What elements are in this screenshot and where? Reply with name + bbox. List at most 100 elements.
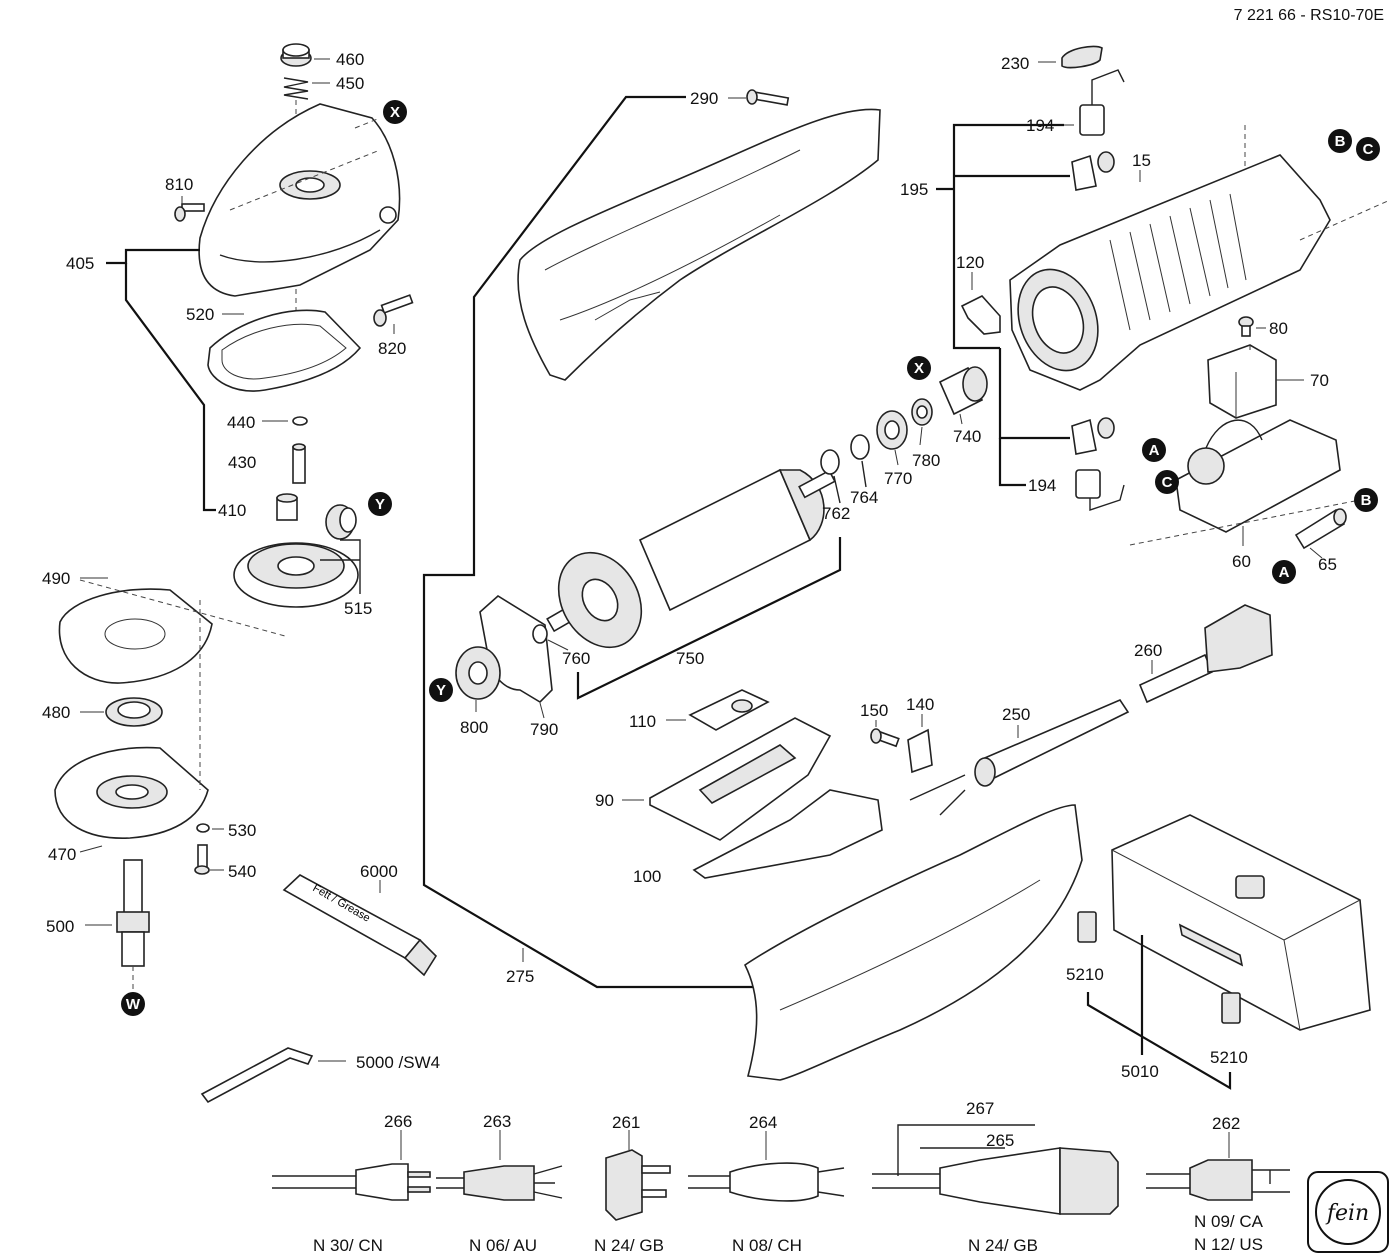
capacitor-65 — [1294, 508, 1347, 550]
label-530: 530 — [228, 821, 256, 840]
plug-label-n30: N 30/ CN — [313, 1236, 383, 1255]
plug-264 — [688, 1162, 845, 1202]
label-6000: 6000 — [360, 862, 398, 881]
plug-label-n08: N 08/ CH — [732, 1236, 802, 1255]
screw-540 — [194, 844, 210, 875]
label-90: 90 — [595, 791, 614, 810]
label-264: 264 — [749, 1113, 777, 1132]
carbon-brush-194-bottom — [1075, 469, 1125, 511]
screw-810 — [174, 203, 205, 222]
plug-262 — [1146, 1159, 1290, 1201]
label-100: 100 — [633, 867, 661, 886]
label-261: 261 — [612, 1113, 640, 1132]
label-120: 120 — [956, 253, 984, 272]
svg-text:X: X — [390, 104, 400, 121]
flange-plate-490 — [58, 588, 213, 684]
svg-text:Y: Y — [436, 682, 446, 699]
label-780: 780 — [912, 451, 940, 470]
label-740: 740 — [953, 427, 981, 446]
latch-5210-right — [1221, 992, 1241, 1024]
plug-266 — [272, 1163, 431, 1201]
label-800: 800 — [460, 718, 488, 737]
label-770: 770 — [884, 469, 912, 488]
label-5010: 5010 — [1121, 1062, 1159, 1081]
label-405: 405 — [66, 254, 94, 273]
cable-plug-260 — [1138, 604, 1273, 704]
svg-text:X: X — [914, 360, 924, 377]
label-70: 70 — [1310, 371, 1329, 390]
bracket-120 — [960, 295, 1001, 335]
plug-263 — [436, 1165, 563, 1201]
label-5210-left: 5210 — [1066, 965, 1104, 984]
plug-label-n24-a: N 24/ GB — [594, 1236, 664, 1255]
housing-half-lower — [743, 804, 1083, 1081]
brush-cap-230 — [1061, 45, 1103, 69]
svg-text:B: B — [1335, 133, 1346, 150]
pin-430 — [292, 443, 306, 484]
circlip-764 — [850, 434, 870, 460]
switch-button-110 — [688, 689, 770, 731]
carbon-brush-194-top — [1079, 69, 1125, 136]
label-790: 790 — [530, 720, 558, 739]
svg-text:C: C — [1162, 474, 1173, 491]
field-housing-15 — [1009, 154, 1331, 391]
svg-text:C: C — [1363, 141, 1374, 158]
spindle-500 — [116, 859, 150, 967]
label-290: 290 — [690, 89, 718, 108]
label-275: 275 — [506, 967, 534, 986]
bushing-410 — [276, 493, 298, 521]
bearing-sleeve-740 — [938, 366, 988, 416]
cable-clamp-140 — [907, 728, 933, 774]
hex-key-5000 — [200, 1047, 314, 1104]
svg-text:W: W — [126, 996, 141, 1013]
ring-780 — [911, 398, 933, 426]
fein-logo: fein — [1307, 1171, 1389, 1253]
bearing-flange-470 — [54, 746, 209, 839]
label-450: 450 — [336, 74, 364, 93]
screw-80 — [1238, 316, 1254, 337]
cable-sleeve-250 — [909, 699, 1130, 816]
marker-b-bottom — [1354, 488, 1378, 512]
housing-half-upper — [517, 108, 881, 381]
marker-x-field — [907, 356, 931, 380]
plug-label-n24-b: N 24/ GB — [968, 1236, 1038, 1255]
pinion-515 — [325, 504, 357, 540]
plug-label-n09: N 09/ CA — [1194, 1212, 1264, 1231]
latch-5210-left — [1077, 911, 1097, 943]
label-262: 262 — [1212, 1114, 1240, 1133]
label-430: 430 — [228, 453, 256, 472]
screw-150 — [870, 728, 900, 748]
label-65: 65 — [1318, 555, 1337, 574]
marker-c-top — [1356, 137, 1380, 161]
svg-text:fein: fein — [1325, 1201, 1369, 1226]
label-460: 460 — [336, 50, 364, 69]
label-520: 520 — [186, 305, 214, 324]
carry-case-5010 — [1111, 814, 1371, 1031]
bearing-770 — [876, 410, 908, 450]
label-60: 60 — [1232, 552, 1251, 571]
washer-760 — [532, 624, 548, 644]
document-id: 7 221 66 - RS10-70E — [1234, 7, 1384, 24]
marker-x-top — [383, 100, 407, 124]
marker-a-bottom — [1272, 560, 1296, 584]
label-140: 140 — [906, 695, 934, 714]
label-490: 490 — [42, 569, 70, 588]
label-750: 750 — [676, 649, 704, 668]
label-5000: 5000 /SW4 — [356, 1053, 440, 1072]
svg-text:B: B — [1361, 492, 1372, 509]
svg-text:Y: Y — [375, 496, 385, 513]
label-810: 810 — [165, 175, 193, 194]
label-410: 410 — [218, 501, 246, 520]
washer-530 — [196, 823, 210, 833]
switch-cover-90 — [649, 717, 832, 841]
brush-holder-top — [1071, 151, 1115, 191]
label-820: 820 — [378, 339, 406, 358]
seal-ring-480 — [105, 697, 163, 727]
marker-b-top — [1328, 129, 1352, 153]
screw-290 — [746, 89, 790, 106]
label-764: 764 — [850, 488, 878, 507]
bevel-gear-515 — [233, 542, 359, 608]
label-194-bottom: 194 — [1028, 476, 1056, 495]
plug-label-n12: N 12/ US — [1194, 1235, 1263, 1254]
gear-housing-405 — [198, 103, 401, 297]
